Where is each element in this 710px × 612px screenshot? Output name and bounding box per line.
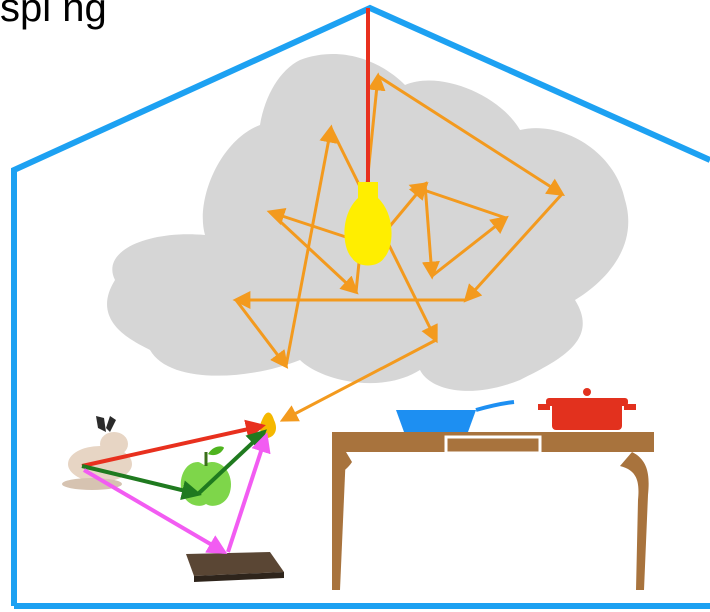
table xyxy=(332,432,654,590)
pan-icon xyxy=(396,402,514,432)
magenta-ray-reflected xyxy=(228,436,266,552)
pot-icon xyxy=(538,388,636,430)
wood-board-icon xyxy=(186,552,284,582)
apple-icon xyxy=(181,446,231,505)
